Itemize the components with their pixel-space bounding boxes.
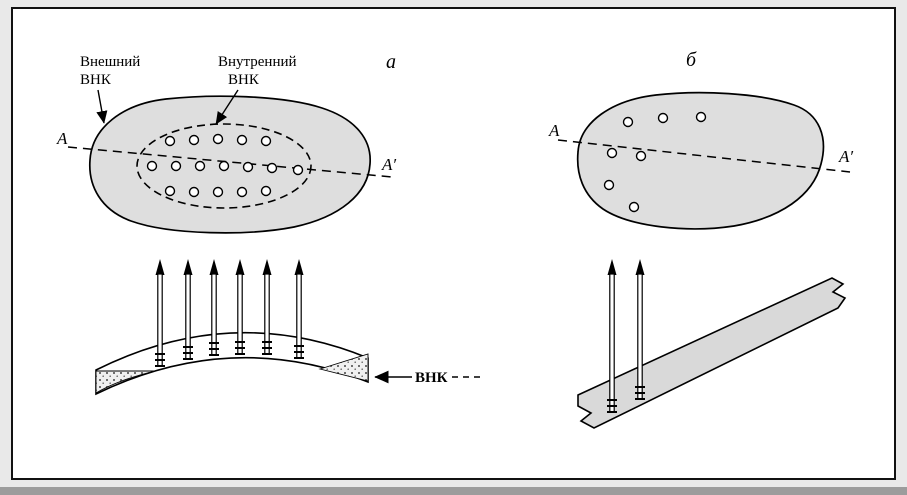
well-symbol bbox=[607, 259, 617, 413]
owc-annotation: ВНК bbox=[374, 370, 482, 386]
panel-a-plan-view: А А′ bbox=[56, 54, 396, 234]
outer-owc-label-line1: Внешний bbox=[80, 54, 140, 70]
panel-b-title: б bbox=[686, 49, 697, 71]
well-marker bbox=[657, 112, 669, 124]
well-shaft bbox=[637, 273, 643, 400]
section-start-label-a: А bbox=[56, 129, 68, 148]
section-b-wells bbox=[607, 259, 645, 413]
well-marker bbox=[194, 160, 206, 172]
outer-owc-annotation: Внешний ВНК bbox=[80, 54, 140, 124]
well-symbol bbox=[155, 259, 165, 367]
well-arrowhead bbox=[183, 259, 193, 275]
monocline-layer bbox=[577, 277, 847, 429]
section-line-a bbox=[67, 146, 393, 178]
well-marker bbox=[146, 160, 158, 172]
well-marker bbox=[635, 150, 647, 162]
well-marker bbox=[236, 134, 248, 146]
well-marker bbox=[188, 134, 200, 146]
panel-b-cross-section bbox=[577, 259, 847, 429]
section-end-label-b: А′ bbox=[838, 147, 853, 166]
inner-owc-pointer-arrow bbox=[215, 89, 239, 125]
inner-owc-label-line1: Внутренний bbox=[218, 54, 297, 70]
well-marker bbox=[292, 164, 304, 176]
well-shaft bbox=[157, 273, 163, 367]
well-arrowhead bbox=[607, 259, 617, 275]
well-arrowhead bbox=[635, 259, 645, 275]
figure-frame bbox=[11, 7, 896, 480]
well-marker bbox=[603, 179, 615, 191]
well-arrowhead bbox=[155, 259, 165, 275]
well-symbol bbox=[209, 259, 219, 356]
well-marker bbox=[218, 160, 230, 172]
well-marker bbox=[212, 133, 224, 145]
well-arrowhead bbox=[294, 259, 304, 275]
outer-owc-pointer-arrow bbox=[96, 89, 108, 124]
well-marker bbox=[188, 186, 200, 198]
well-symbol bbox=[235, 259, 245, 355]
inner-owc-annotation: Внутренний ВНК bbox=[215, 54, 297, 125]
section-start-label-b: А bbox=[548, 121, 560, 140]
well-marker bbox=[260, 135, 272, 147]
panel-b: б А А′ bbox=[548, 49, 853, 429]
well-marker bbox=[170, 160, 182, 172]
panel-b-wells bbox=[603, 111, 707, 213]
well-symbol bbox=[294, 259, 304, 359]
section-line-b bbox=[557, 139, 851, 173]
panel-a-wells bbox=[146, 133, 304, 198]
well-arrowhead bbox=[262, 259, 272, 275]
well-marker bbox=[242, 161, 254, 173]
well-marker bbox=[164, 185, 176, 197]
water-zone-left bbox=[95, 370, 156, 394]
panel-a-cross-section: ВНК bbox=[95, 259, 482, 396]
water-zone-right bbox=[318, 353, 369, 382]
well-marker bbox=[266, 162, 278, 174]
well-shaft bbox=[609, 273, 615, 413]
well-arrowhead bbox=[209, 259, 219, 275]
well-marker bbox=[606, 147, 618, 159]
panel-b-plan-view: А А′ bbox=[548, 91, 853, 230]
section-a-wells bbox=[155, 259, 304, 367]
well-symbol bbox=[635, 259, 645, 400]
inner-owc-label-line2: ВНК bbox=[228, 72, 260, 88]
outer-owc-label-line2: ВНК bbox=[80, 72, 112, 88]
well-arrowhead bbox=[235, 259, 245, 275]
well-marker bbox=[628, 201, 640, 213]
scan-edge-shadow bbox=[0, 487, 907, 495]
owc-label: ВНК bbox=[415, 370, 448, 386]
well-marker bbox=[695, 111, 707, 123]
well-marker bbox=[622, 116, 634, 128]
panel-a-title: а bbox=[386, 51, 396, 73]
deposit-contour-b bbox=[576, 91, 825, 230]
well-marker bbox=[212, 186, 224, 198]
panel-a: а А А′ bbox=[56, 51, 482, 396]
well-symbol bbox=[183, 259, 193, 360]
well-symbol bbox=[262, 259, 272, 355]
well-marker bbox=[164, 135, 176, 147]
well-marker bbox=[260, 185, 272, 197]
outer-owc-contour bbox=[89, 95, 371, 234]
section-end-label-a: А′ bbox=[381, 155, 396, 174]
well-marker bbox=[236, 186, 248, 198]
